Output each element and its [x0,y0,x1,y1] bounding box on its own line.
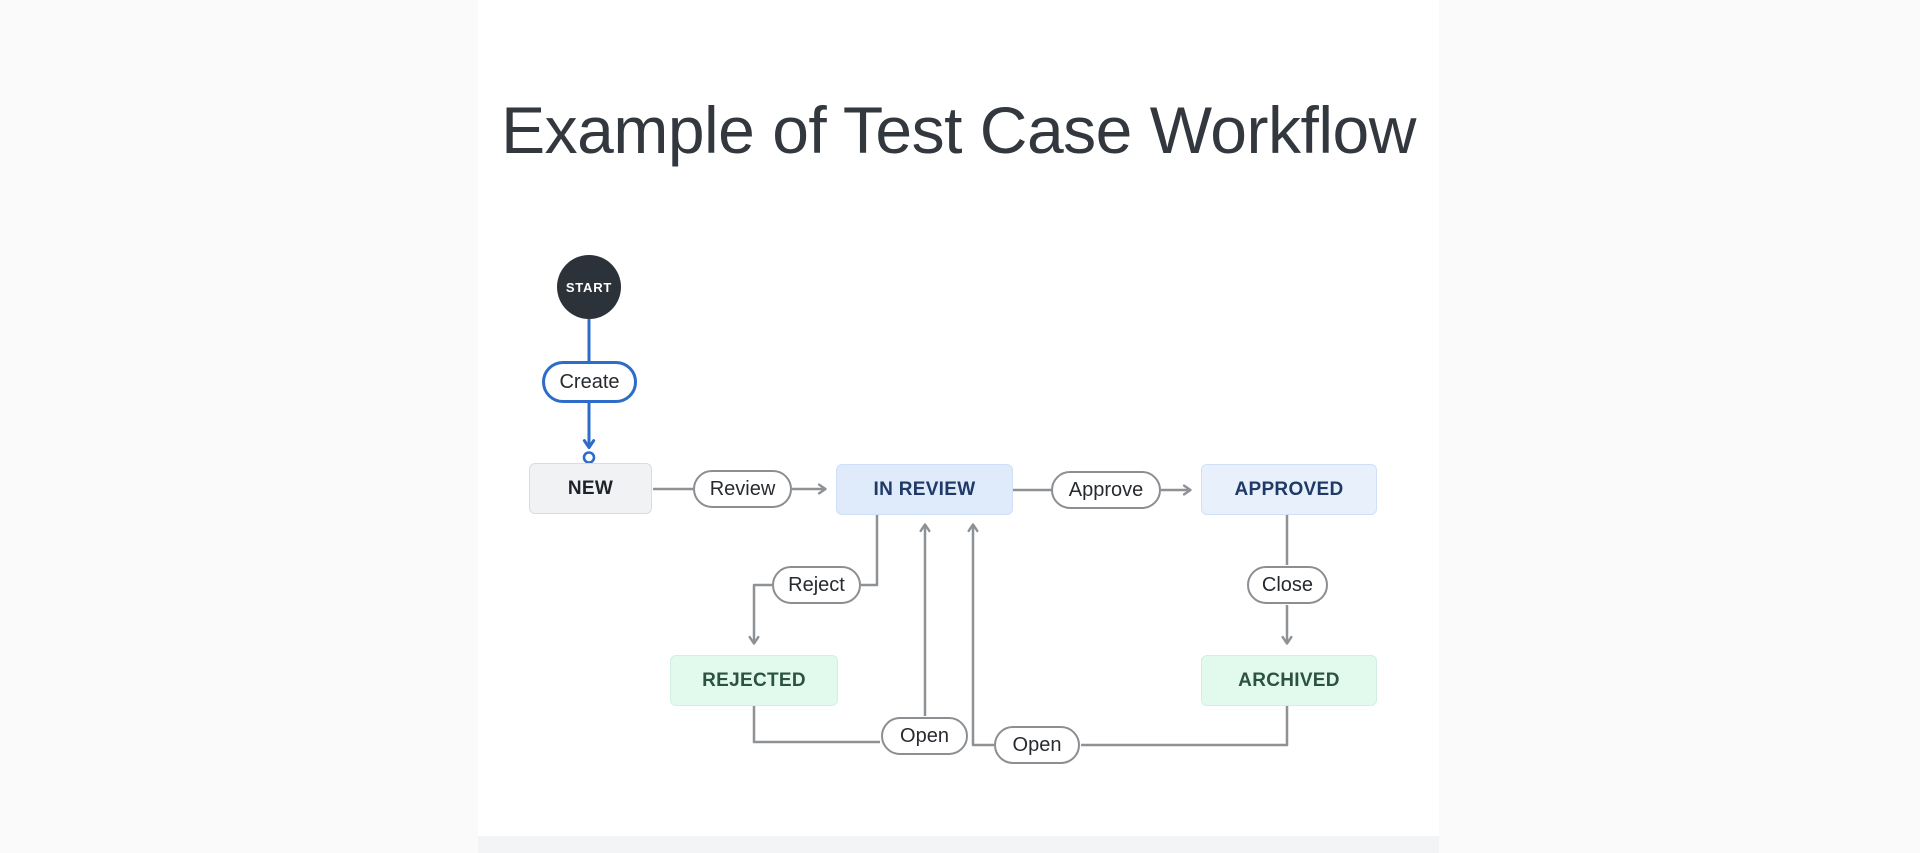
edge-archived-to-open [1081,706,1289,747]
edge-rejected-to-open [752,706,880,744]
transition-pill-reject: Reject [772,566,861,604]
transition-pill-open-archived: Open [994,726,1080,764]
edge-start-connector-dot [582,451,596,464]
canvas-footer-strip [478,836,1439,853]
state-archived: ARCHIVED [1201,655,1377,706]
transition-pill-approve: Approve [1051,471,1161,509]
state-approved: APPROVED [1201,464,1377,515]
state-rejected: REJECTED [670,655,838,706]
start-node: START [557,255,621,319]
edge-inreview-to-reject [861,515,879,587]
state-new: NEW [529,463,652,514]
transition-pill-review: Review [693,470,792,508]
transition-pill-close: Close [1247,566,1328,604]
state-in-review: IN REVIEW [836,464,1013,515]
page-title: Example of Test Case Workflow [501,93,1416,167]
transition-pill-open-rejected: Open [881,717,968,755]
transition-pill-create: Create [542,361,637,403]
edge-reject-to-rejected [748,583,772,645]
edge-open2-to-inreview [967,523,994,747]
